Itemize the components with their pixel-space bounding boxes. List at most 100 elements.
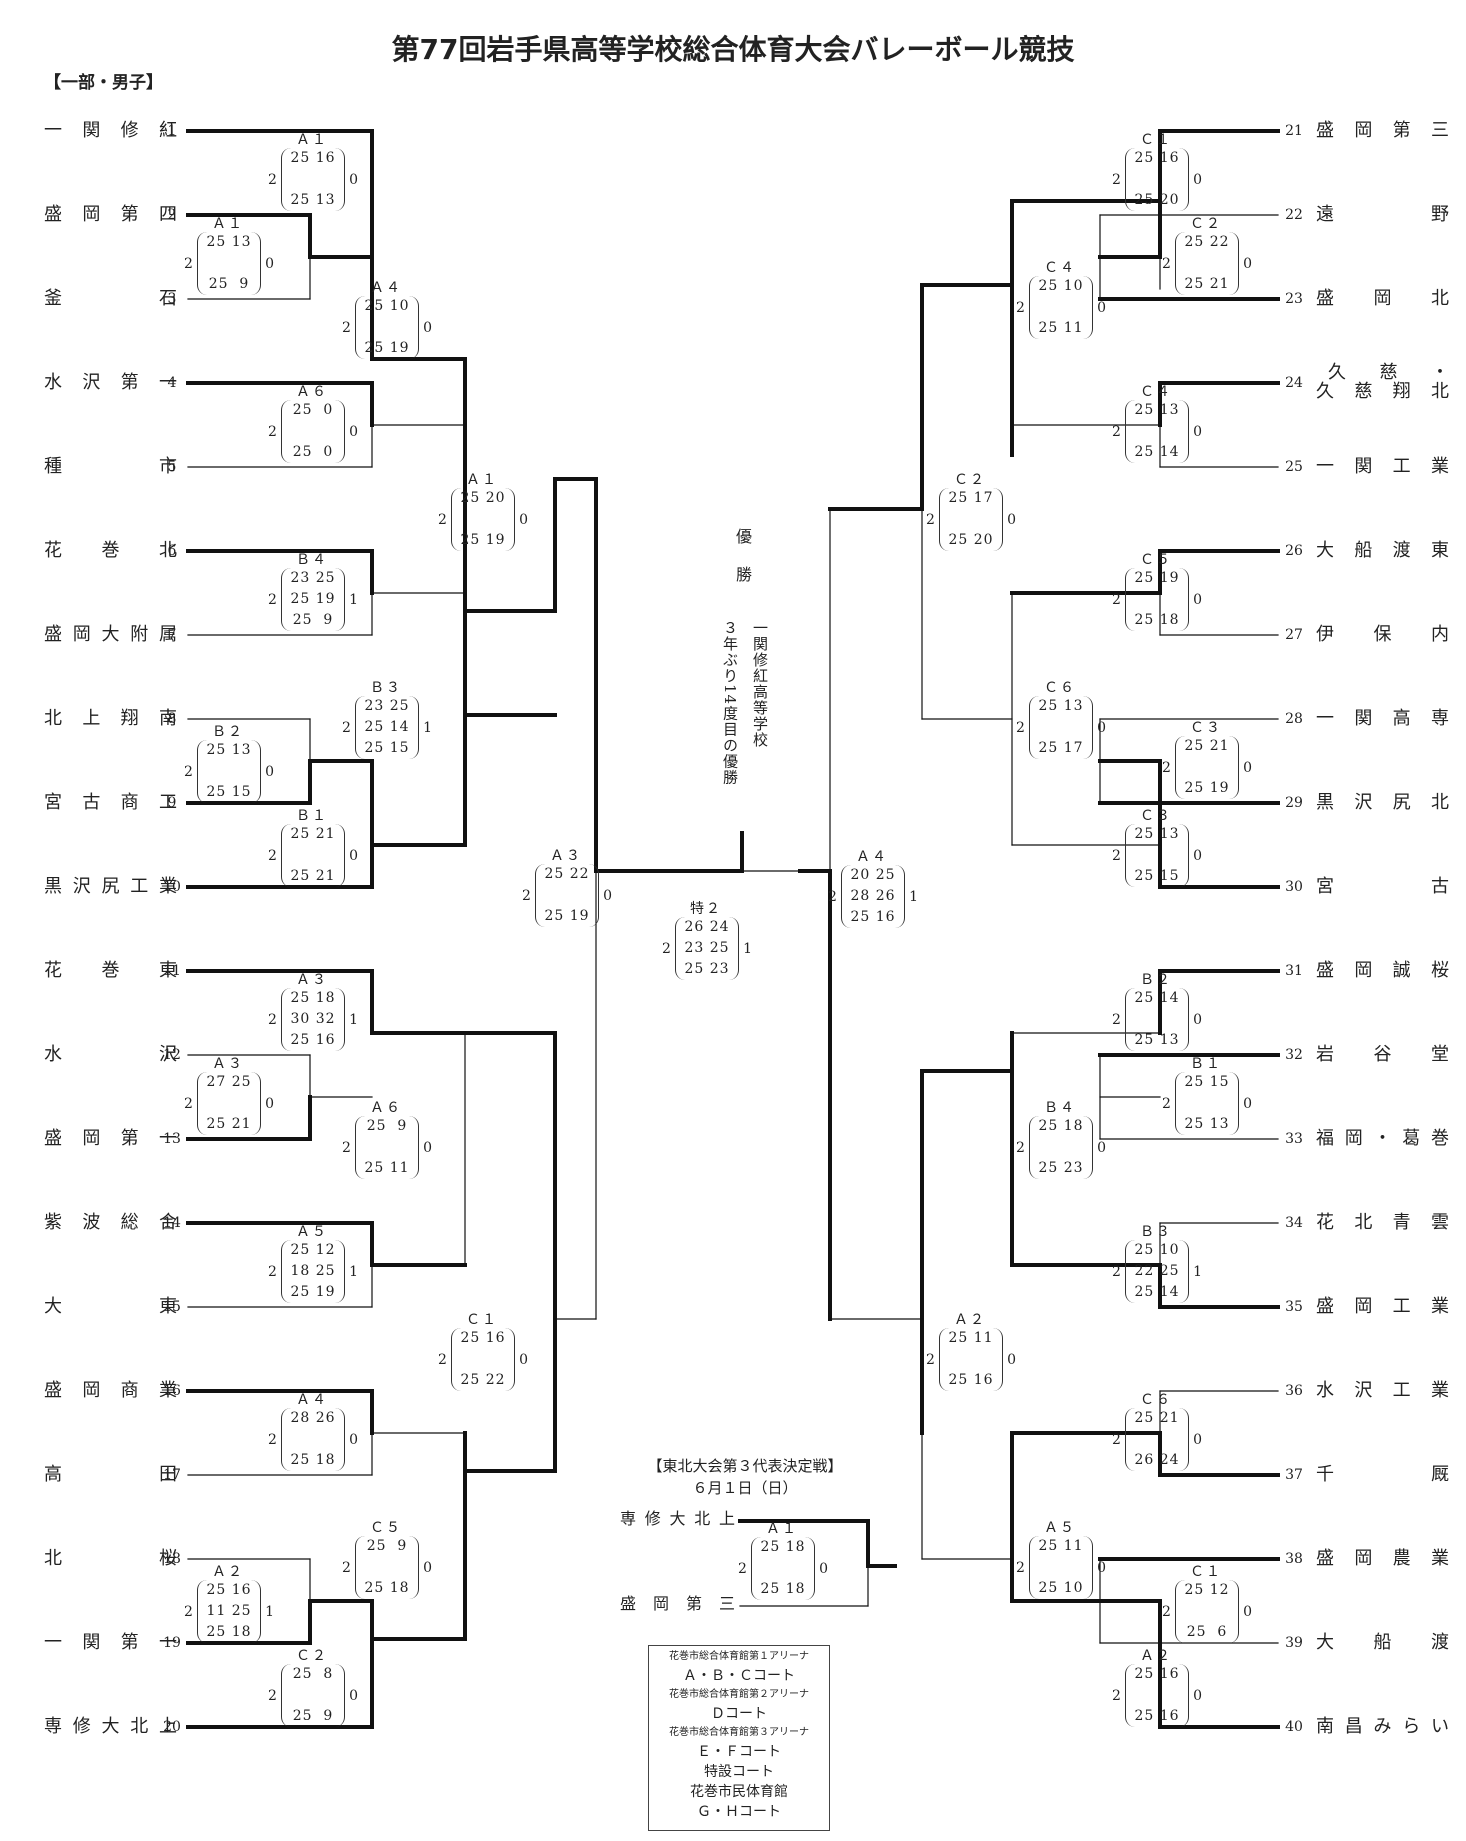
- team-seed: 23: [1285, 291, 1303, 307]
- court-code: Ａ２: [954, 1312, 986, 1328]
- set-score: 25 16: [948, 1372, 994, 1388]
- team-seed: 35: [1285, 1299, 1303, 1315]
- sets-won-right: 1: [349, 1011, 358, 1028]
- team-name: 紫波総合: [44, 1212, 179, 1233]
- champion-label: 優勝: [733, 528, 752, 604]
- court-code: Ａ６: [296, 384, 328, 400]
- court-code: Ｃ６: [1140, 1392, 1172, 1408]
- team-name: 水沢工業: [1316, 1380, 1451, 1401]
- sets-won-left: 2: [342, 319, 351, 336]
- set-score: 25 17: [1038, 740, 1084, 756]
- set-score: 25 20: [460, 490, 506, 506]
- set-score: 25 19: [290, 1284, 336, 1300]
- sets-won-left: 2: [184, 763, 193, 780]
- set-score: 25 19: [1134, 570, 1180, 586]
- playoff-title: 【東北大会第３代表決定戦】: [647, 1457, 843, 1475]
- sets-won-right: 1: [743, 940, 752, 957]
- sets-won-right: 0: [265, 255, 274, 272]
- sets-won-left: 2: [738, 1560, 747, 1577]
- court-code: Ａ３: [550, 848, 582, 864]
- team-seed: 6: [167, 543, 177, 559]
- court-code: Ｃ５: [1140, 552, 1172, 568]
- sets-won-right: 0: [1097, 299, 1106, 316]
- sets-won-right: 1: [1193, 1263, 1202, 1280]
- team-name: 専修大北上: [44, 1716, 179, 1737]
- set-score: 25 13: [1134, 402, 1180, 418]
- team-seed: 40: [1285, 1719, 1303, 1735]
- set-score: 25 9: [366, 1118, 408, 1134]
- team-seed: 26: [1285, 543, 1303, 559]
- set-score: 25 19: [544, 908, 590, 924]
- court-code: Ａ２: [212, 1564, 244, 1580]
- court-code: Ｃ２: [954, 472, 986, 488]
- sets-won-left: 2: [1162, 759, 1171, 776]
- court-code: Ａ５: [1044, 1520, 1076, 1536]
- team-seed: 4: [167, 375, 177, 391]
- court-code: Ａ１: [212, 216, 244, 232]
- sets-won-right: 0: [1097, 1559, 1106, 1576]
- team-seed: 7: [167, 627, 177, 643]
- set-score: 28 26: [290, 1410, 336, 1426]
- sets-won-left: 2: [926, 1351, 935, 1368]
- sets-won-right: 0: [519, 511, 528, 528]
- set-score: [452, 1349, 514, 1370]
- team-seed: 22: [1285, 207, 1303, 223]
- venue-2: Ａ・Ｂ・Ｃコート: [683, 1668, 795, 1684]
- set-score: 25 13: [1184, 1116, 1230, 1132]
- sets-won-right: 0: [1193, 1431, 1202, 1448]
- set-score: 25 16: [1134, 150, 1180, 166]
- set-score: 25 21: [206, 1116, 252, 1132]
- set-score: 25 10: [1038, 278, 1084, 294]
- set-score: 25 13: [1134, 1032, 1180, 1048]
- set-score: [1126, 421, 1188, 442]
- set-score: [1126, 169, 1188, 190]
- set-score: 25 11: [1038, 320, 1084, 336]
- set-score: 25 18: [290, 990, 336, 1006]
- set-score: 25 9: [366, 1538, 408, 1554]
- venue-1: 花巻市総合体育館第１アリーナ: [669, 1651, 809, 1662]
- sets-won-right: 0: [1007, 1351, 1016, 1368]
- set-score: 25 10: [364, 298, 410, 314]
- set-score: 23 25: [684, 940, 730, 956]
- team-seed: 28: [1285, 711, 1303, 727]
- sets-won-left: 2: [1162, 255, 1171, 272]
- team-name: 宮古商工: [44, 792, 179, 813]
- team-name: 黒沢尻工業: [44, 876, 179, 897]
- set-score: 22 25: [1134, 1263, 1180, 1279]
- sets-won-left: 2: [1112, 423, 1121, 440]
- set-score: [1176, 1601, 1238, 1622]
- team-name: 一関修紅: [44, 120, 179, 141]
- team-seed: 1: [167, 123, 177, 139]
- set-score: 25 14: [1134, 990, 1180, 1006]
- team-name: 盛岡第四: [44, 204, 179, 225]
- team-name: 宮古: [1316, 876, 1451, 897]
- sets-won-left: 2: [1112, 591, 1121, 608]
- team-seed: 5: [167, 459, 177, 475]
- sets-won-left: 2: [1016, 299, 1025, 316]
- set-score: 25 16: [290, 150, 336, 166]
- team-name: 釜石: [44, 288, 179, 309]
- court-code: Ａ４: [296, 1392, 328, 1408]
- court-code: Ｃ４: [1044, 260, 1076, 276]
- set-score: 25 0: [292, 444, 334, 460]
- court-code: Ｂ４: [1044, 1100, 1076, 1116]
- set-score: [1126, 845, 1188, 866]
- sets-won-right: 0: [1097, 719, 1106, 736]
